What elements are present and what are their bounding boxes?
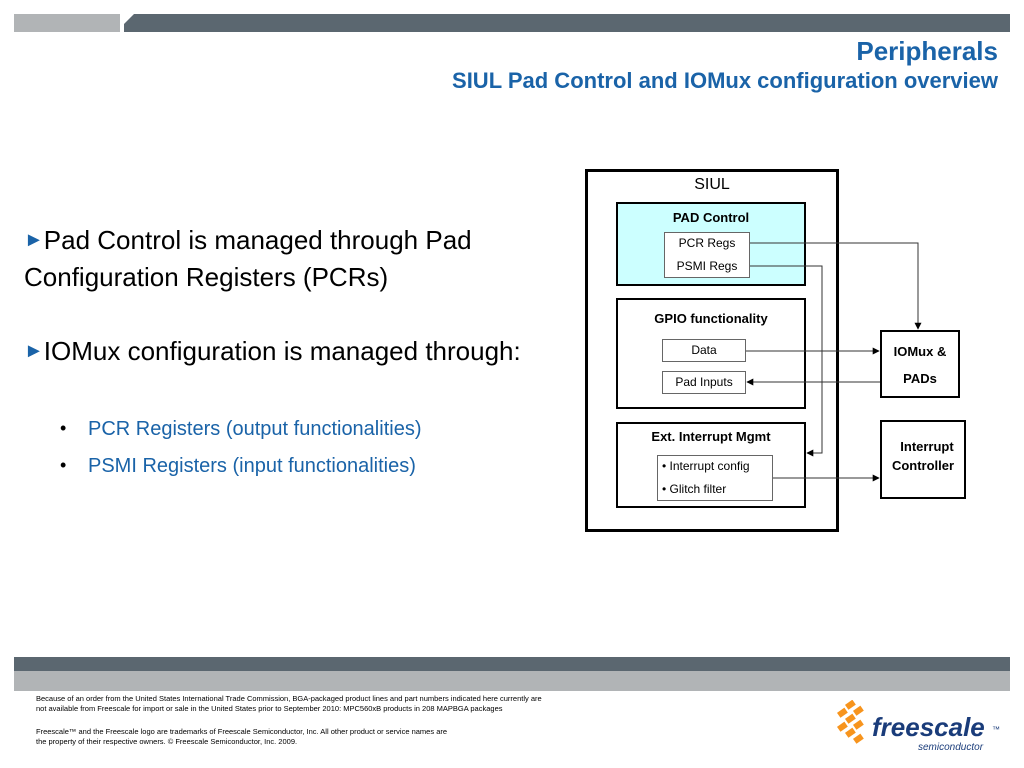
page-subtitle: SIUL Pad Control and IOMux configuration… <box>452 68 998 93</box>
psmi-to-ext-int-arrow <box>750 265 823 457</box>
header-bar-dark <box>124 14 1010 32</box>
bullet-arrow-icon: ► <box>24 229 44 251</box>
pad-control-regs-box <box>664 232 750 278</box>
interrupt-config-label: • Interrupt config <box>662 459 750 473</box>
ext-interrupt-items-box <box>657 455 773 501</box>
sub-bullet-dot: • <box>60 418 67 438</box>
pad-control-title: PAD Control <box>672 210 750 225</box>
sub-bullet-dot: • <box>60 455 67 475</box>
disclaimer-line-2: not available from Freescale for import … <box>36 704 503 713</box>
sub-bullet-text: PSMI Registers (input functionalities) <box>88 455 416 477</box>
trademark-line-2: the property of their respective owners.… <box>36 737 298 746</box>
pad-inputs-box: Pad Inputs <box>662 371 746 394</box>
logo-subtitle: semiconductor <box>918 742 984 753</box>
bullet-text: IOMux configuration is managed through: <box>43 336 521 366</box>
footer-trademark: Freescale™ and the Freescale logo are tr… <box>36 727 536 747</box>
pcr-to-iomux-arrow <box>750 242 922 330</box>
bullet-pad-control: ►Pad Control is managed through Pad Conf… <box>24 222 544 296</box>
bullet-arrow-icon: ► <box>24 340 44 362</box>
interrupt-label: Interrupt <box>900 439 954 454</box>
footer-disclaimer: Because of an order from the United Stat… <box>36 694 636 714</box>
sub-bullet-pcr: • PCR Registers (output functionalities) <box>60 418 421 441</box>
trademark-line-1: Freescale™ and the Freescale logo are tr… <box>36 727 448 736</box>
sub-bullet-psmi: • PSMI Registers (input functionalities) <box>60 455 416 478</box>
footer-bar-dark <box>14 657 1010 671</box>
ext-interrupt-title: Ext. Interrupt Mgmt <box>651 429 771 444</box>
data-box: Data <box>662 339 746 362</box>
psmi-regs-label: PSMI Regs <box>676 259 738 273</box>
bullet-text: Pad Control is managed through Pad Confi… <box>24 225 472 292</box>
header-bar-light <box>14 14 120 32</box>
gpio-title: GPIO functionality <box>654 311 768 326</box>
iomux-pads-box <box>880 330 960 398</box>
freescale-logo-text: freescale <box>872 712 985 742</box>
glitch-filter-label: • Glitch filter <box>662 482 727 496</box>
controller-label: Controller <box>891 458 955 473</box>
sub-bullet-text: PCR Registers (output functionalities) <box>88 418 422 440</box>
disclaimer-line-1: Because of an order from the United Stat… <box>36 694 542 703</box>
bullet-iomux: ►IOMux configuration is managed through: <box>24 333 544 370</box>
freescale-logo-icon <box>837 700 864 744</box>
pcr-regs-label: PCR Regs <box>678 236 736 250</box>
gpio-box <box>616 298 806 409</box>
pads-label: PADs <box>903 371 937 386</box>
ext-interrupt-box <box>616 422 806 508</box>
interrupt-controller-box <box>880 420 966 499</box>
footer-bar-light <box>14 671 1010 691</box>
siul-title: SIUL <box>694 176 730 193</box>
logo-trademark: ™ <box>992 725 1000 734</box>
page-title: Peripherals <box>856 36 998 66</box>
iomux-label: IOMux & <box>893 344 947 359</box>
